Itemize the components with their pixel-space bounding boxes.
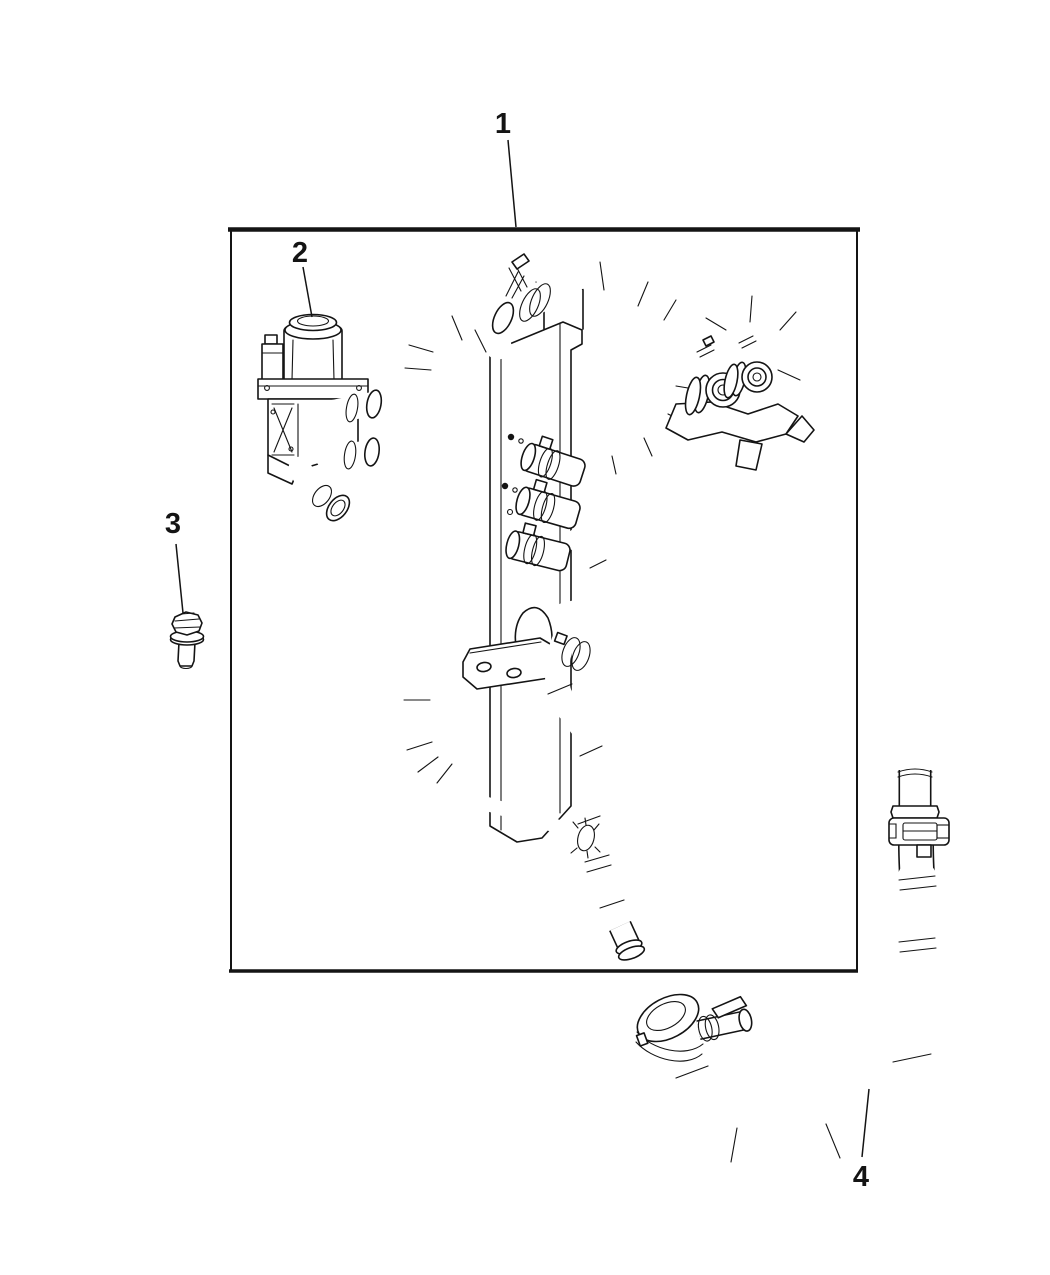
hose-assembly <box>390 253 831 961</box>
valve-port-1 <box>320 389 384 424</box>
clamp-tab <box>538 435 554 451</box>
upper-hose-clamp-fitting <box>488 253 555 335</box>
port-opening <box>741 361 773 393</box>
fitting-cap <box>491 301 515 335</box>
clamp-tab <box>522 522 537 537</box>
connector-flange <box>890 805 940 819</box>
bolt-hex-head <box>171 611 203 636</box>
bolt-hole <box>506 667 522 679</box>
elbow-end <box>635 993 753 1062</box>
serrated-clamp-icon <box>570 817 601 859</box>
callout-2-label: 2 <box>292 237 308 269</box>
lower-cross-tube <box>443 785 585 840</box>
spring-clamp-ears-icon <box>505 253 530 299</box>
retainer-clip-icon <box>936 824 950 839</box>
plate-screws <box>501 433 524 516</box>
outlet-pipe-end <box>609 921 646 961</box>
callouts: 1 2 3 4 <box>165 108 870 1193</box>
lower-outlet-hose <box>544 606 646 961</box>
lower-mounting-bracket <box>462 637 558 690</box>
quick-connect-fitting-3 <box>505 522 571 572</box>
item-frame-box <box>228 227 860 973</box>
quick-connect-fitting-1 <box>520 435 586 487</box>
callout-3-leader <box>175 543 184 614</box>
callout-4-label: 4 <box>853 1161 869 1193</box>
middle-loop-hose <box>554 528 623 626</box>
connector-tab <box>916 844 932 858</box>
return-hose <box>635 768 950 1186</box>
hose-ticks <box>675 875 937 1163</box>
callout-3-label: 3 <box>165 508 181 540</box>
hose-ticks <box>547 683 625 909</box>
callout-2-leader <box>302 266 313 318</box>
hose-ticks <box>705 295 801 381</box>
elbow-clamp-icon <box>635 1031 704 1062</box>
clamp-ear-tabs-icon <box>696 335 757 358</box>
left-loop-hose <box>390 286 512 815</box>
callout-4-leader <box>861 1088 870 1158</box>
valve-port-2 <box>316 437 382 470</box>
hose-clamp-icon <box>553 631 591 671</box>
hose-ticks <box>403 315 487 784</box>
valve-connector-tab <box>261 334 284 382</box>
side-port-sensor <box>696 995 753 1042</box>
bolt-shank <box>177 641 196 670</box>
mounting-bolt <box>169 611 205 670</box>
hose-body <box>650 842 941 1186</box>
callout-1-label: 1 <box>495 108 511 140</box>
quick-connect-manifold <box>665 335 815 471</box>
bolt-hole <box>476 661 492 673</box>
clamp-tab <box>532 478 548 494</box>
solenoid-cylinder <box>283 313 343 393</box>
callout-1-leader <box>507 139 517 228</box>
quick-connect-fitting-2 <box>515 478 581 530</box>
quick-connector-end <box>888 768 950 858</box>
valve-port-3 <box>288 456 351 522</box>
control-valve <box>257 313 384 522</box>
right-curl-hose <box>672 276 831 412</box>
